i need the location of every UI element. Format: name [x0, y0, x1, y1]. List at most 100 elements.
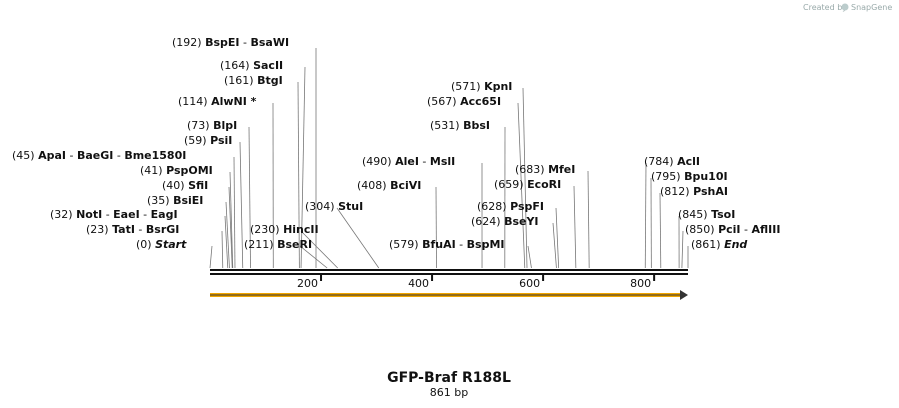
- site-label-hincii[interactable]: (230) HincII: [250, 223, 319, 236]
- site-connector-ecori: [573, 185, 577, 269]
- site-connector-start: [209, 245, 213, 269]
- site-label-kpni[interactable]: (571) KpnI: [451, 80, 512, 93]
- site-connector-sacii: [300, 66, 306, 269]
- site-position: (845): [678, 208, 711, 221]
- site-label-pcii[interactable]: (850) PciI - AflIII: [685, 223, 780, 236]
- enzyme-name: ApaI: [38, 149, 66, 162]
- site-label-psii[interactable]: (59) PsiI: [184, 134, 232, 147]
- feature-arrowhead-icon: [680, 290, 688, 300]
- snapgene-logo-icon: [841, 3, 849, 11]
- site-connector-noti: [224, 215, 229, 269]
- site-label-bseyi[interactable]: (624) BseYI: [471, 215, 539, 228]
- scale-tick-mark: [653, 275, 656, 281]
- site-connector-pspfi: [555, 207, 560, 269]
- site-connector-sfii: [228, 186, 233, 269]
- site-label-mfei[interactable]: (683) MfeI: [515, 163, 575, 176]
- enzyme-name: PciI: [718, 223, 740, 236]
- site-label-bpu10i[interactable]: (795) Bpu10I: [651, 170, 728, 183]
- site-label-stui[interactable]: (304) StuI: [305, 200, 363, 213]
- site-connector-pshai: [659, 192, 662, 269]
- site-label-tati[interactable]: (23) TatI - BsrGI: [86, 223, 179, 236]
- enzyme-name: PsiI: [210, 134, 232, 147]
- scale-tick-mark: [542, 275, 545, 281]
- site-position: (304): [305, 200, 338, 213]
- site-connector-bsiei: [225, 201, 230, 269]
- site-label-pshai[interactable]: (812) PshAI: [660, 185, 728, 198]
- site-separator: -: [741, 223, 752, 236]
- feature-midline: [210, 294, 684, 296]
- enzyme-name: Bpu10I: [684, 170, 728, 183]
- enzyme-name: PshAI: [693, 185, 728, 198]
- site-label-bcivi[interactable]: (408) BciVI: [357, 179, 421, 192]
- site-label-alwni[interactable]: (114) AlwNI *: [178, 95, 257, 108]
- site-separator: -: [419, 155, 430, 168]
- site-label-start[interactable]: (0) Start: [136, 238, 187, 251]
- site-label-tsoi[interactable]: (845) TsoI: [678, 208, 735, 221]
- site-label-bsiei[interactable]: (35) BsiEI: [147, 194, 203, 207]
- site-position: (23): [86, 223, 112, 236]
- site-connector-acli: [644, 162, 647, 269]
- site-position: (812): [660, 185, 693, 198]
- enzyme-name: TsoI: [711, 208, 735, 221]
- site-position: (628): [477, 200, 510, 213]
- site-position: (32): [50, 208, 76, 221]
- enzyme-name: BsaWI: [250, 36, 289, 49]
- site-position: (230): [250, 223, 283, 236]
- site-label-noti[interactable]: (32) NotI - EaeI - EagI: [50, 208, 178, 221]
- site-connector-blpi: [248, 126, 251, 269]
- enzyme-name: AflIII: [752, 223, 781, 236]
- enzyme-name: SfiI: [188, 179, 208, 192]
- site-position: (624): [471, 215, 504, 228]
- enzyme-name: PspOMI: [166, 164, 213, 177]
- site-label-blpi[interactable]: (73) BlpI: [187, 119, 237, 132]
- site-position: (531): [430, 119, 463, 132]
- site-separator: -: [456, 238, 467, 251]
- orf-feature[interactable]: [210, 290, 688, 300]
- enzyme-name: BlpI: [213, 119, 237, 132]
- brand-name: SnapGene: [851, 3, 892, 12]
- site-position: (161): [224, 74, 257, 87]
- site-label-apai[interactable]: (45) ApaI - BaeGI - Bme1580I: [12, 149, 186, 162]
- enzyme-name: BtgI: [257, 74, 283, 87]
- enzyme-name: AleI: [395, 155, 419, 168]
- site-label-bbsi[interactable]: (531) BbsI: [430, 119, 490, 132]
- site-label-sacii[interactable]: (164) SacII: [220, 59, 283, 72]
- site-separator: -: [102, 208, 113, 221]
- enzyme-name: BaeGI: [77, 149, 113, 162]
- site-label-bfuai[interactable]: (579) BfuAI - BspMI: [389, 238, 505, 251]
- site-label-end[interactable]: (861) End: [691, 238, 747, 251]
- site-separator: -: [135, 223, 146, 236]
- backbone-top-strand: [210, 269, 688, 271]
- site-position: (41): [140, 164, 166, 177]
- site-label-acc65i[interactable]: (567) Acc65I: [427, 95, 501, 108]
- site-position: (850): [685, 223, 718, 236]
- enzyme-name: AlwNI *: [211, 95, 257, 108]
- site-label-btgi[interactable]: (161) BtgI: [224, 74, 283, 87]
- site-position: (35): [147, 194, 173, 207]
- snapgene-brand: Created by SnapGene: [803, 3, 892, 12]
- site-label-acli[interactable]: (784) AclI: [644, 155, 700, 168]
- plasmid-name: GFP-Braf R188L: [387, 370, 511, 386]
- scale-tick-label: 800: [630, 277, 651, 290]
- enzyme-name: MfeI: [548, 163, 575, 176]
- site-label-alei[interactable]: (490) AleI - MslI: [362, 155, 455, 168]
- site-label-bseri[interactable]: (211) BseRI: [244, 238, 312, 251]
- site-label-ecori[interactable]: (659) EcoRI: [494, 178, 561, 191]
- site-connector-tati: [221, 230, 224, 269]
- site-label-pspomi[interactable]: (41) PspOMI: [140, 164, 213, 177]
- scale-tick-label: 400: [408, 277, 429, 290]
- scale-tick-mark: [431, 275, 434, 281]
- site-position: (211): [244, 238, 277, 251]
- site-position: (795): [651, 170, 684, 183]
- site-label-bspei[interactable]: (192) BspEI - BsaWI: [172, 36, 289, 49]
- site-position: (579): [389, 238, 422, 251]
- enzyme-name: SacII: [253, 59, 283, 72]
- site-connector-stui: [336, 207, 380, 269]
- backbone: [210, 269, 688, 275]
- site-label-sfii[interactable]: (40) SfiI: [162, 179, 208, 192]
- enzyme-name: EcoRI: [527, 178, 561, 191]
- site-label-pspfi[interactable]: (628) PspFI: [477, 200, 544, 213]
- enzyme-name: TatI: [112, 223, 135, 236]
